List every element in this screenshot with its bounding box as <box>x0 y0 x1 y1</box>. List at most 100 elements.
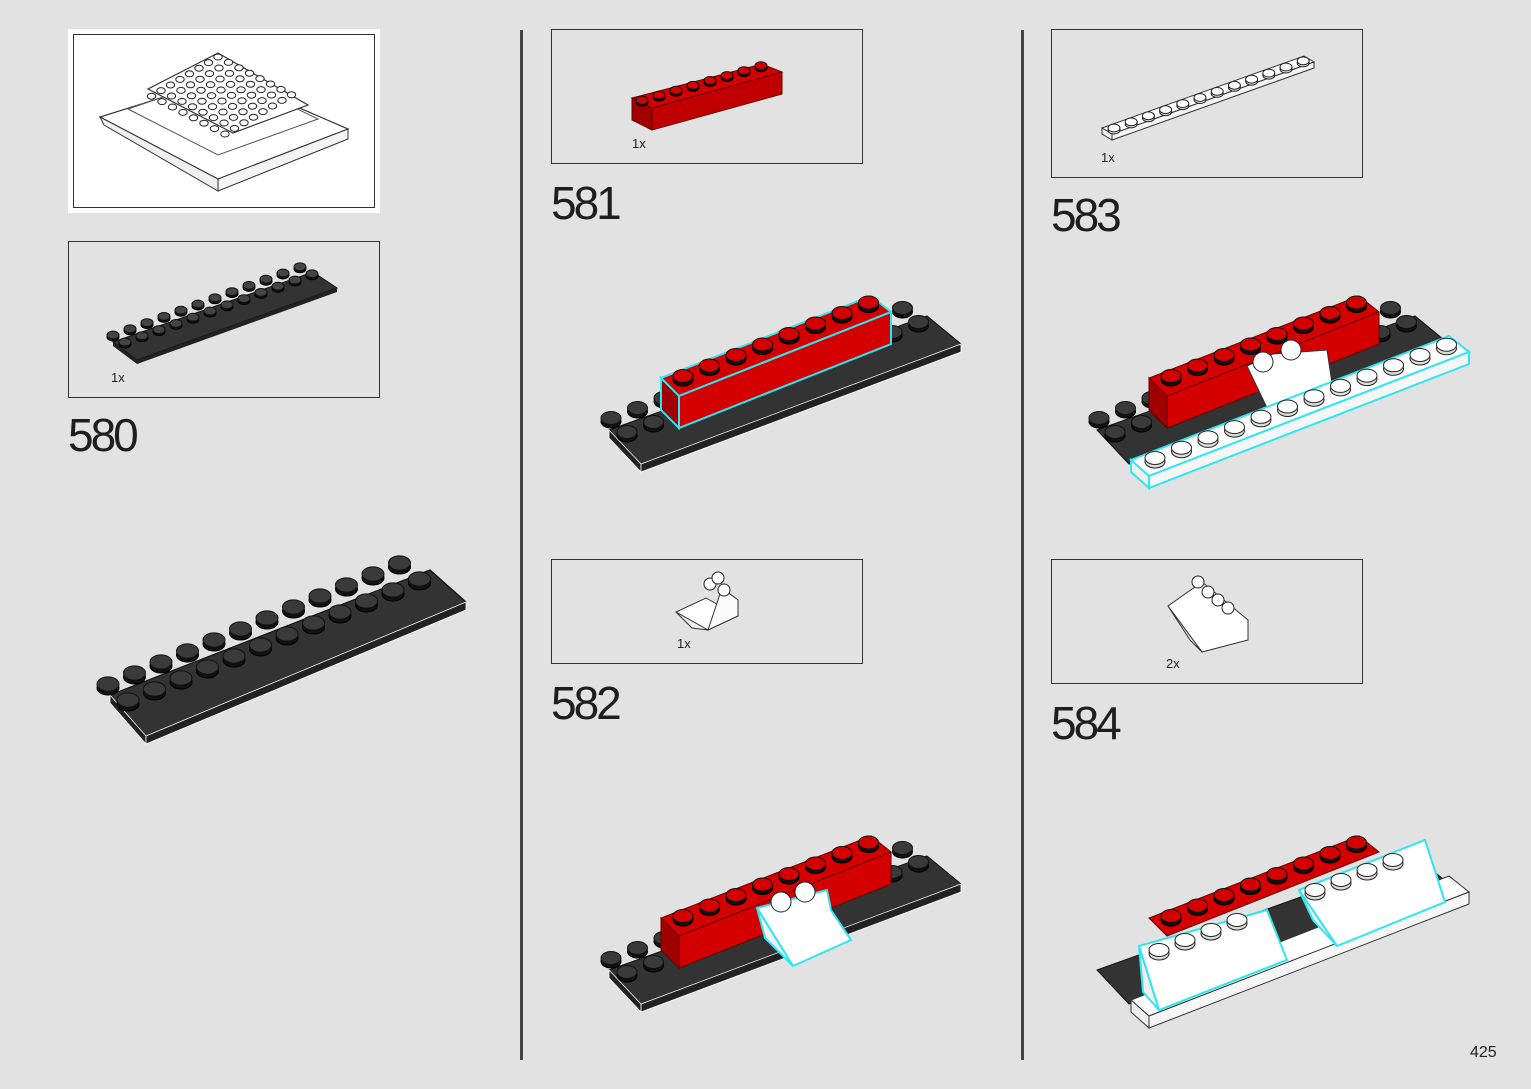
stud-top <box>143 681 166 697</box>
thumb-stud <box>255 75 265 83</box>
stud-top <box>408 571 431 587</box>
stud-top <box>635 95 649 105</box>
stud-top <box>202 632 226 648</box>
stud-top <box>249 637 272 653</box>
thumb-stud <box>235 75 245 83</box>
stud-top <box>381 582 405 598</box>
stud-top <box>1174 933 1196 947</box>
parts-callout-580: 1x <box>68 241 380 398</box>
stud-top <box>1224 420 1245 435</box>
stud-top <box>652 90 666 100</box>
stud-top <box>1266 867 1288 881</box>
thumb-stud <box>195 75 205 83</box>
thumb-stud <box>223 58 234 66</box>
part-quantity: 1x <box>1101 150 1115 165</box>
stud-top <box>355 593 378 609</box>
stud-top <box>805 856 826 871</box>
stud-top <box>858 295 879 310</box>
step-581-assembly-image <box>600 294 962 474</box>
thumb-stud <box>166 92 177 100</box>
stud-top <box>1245 74 1259 84</box>
stud-top <box>686 80 700 90</box>
thumb-stud <box>220 130 230 138</box>
stud-top <box>752 337 773 352</box>
stud-top <box>1160 369 1182 383</box>
thumb-stud <box>207 103 218 111</box>
stud-top <box>831 306 853 320</box>
thumb-stud <box>224 69 235 77</box>
stud-top <box>328 604 352 620</box>
stud-top <box>1213 888 1235 902</box>
stud-top <box>1104 425 1126 439</box>
stud-top <box>858 835 879 850</box>
stud-top <box>174 305 188 315</box>
stud-top <box>1279 62 1293 72</box>
stud-top <box>1171 440 1192 455</box>
stud-top <box>106 330 120 340</box>
parts-callout-582: 1x <box>551 559 863 664</box>
stud-top <box>157 312 171 321</box>
thumb-stud <box>265 80 276 88</box>
stud-top <box>725 348 747 362</box>
stud-top <box>1176 99 1190 108</box>
thumb-stud <box>197 97 207 105</box>
stud-top <box>778 867 800 881</box>
stud-top <box>1356 368 1378 383</box>
column-divider <box>1021 30 1024 1060</box>
thumb-stud <box>175 75 185 83</box>
stud-top <box>725 888 747 902</box>
stud-top <box>1436 337 1457 352</box>
stud-top <box>196 659 219 675</box>
thumb-stud <box>226 91 237 99</box>
white-plate-1x12-icon <box>1100 55 1316 141</box>
stud-top <box>1277 399 1298 414</box>
stud-top <box>1227 80 1241 90</box>
stud-top <box>699 358 720 373</box>
stud-top <box>149 654 173 670</box>
thumb-stud <box>194 64 204 72</box>
stud-top <box>752 877 773 892</box>
step-number: 584 <box>1051 697 1122 749</box>
stud-top <box>1240 337 1261 352</box>
part-quantity: 2x <box>1166 656 1180 671</box>
stud-top <box>754 61 768 71</box>
parts-callout-583: 1x <box>1051 29 1363 178</box>
stud-top <box>1304 883 1326 897</box>
stud-top <box>203 306 217 316</box>
stud-top <box>1380 301 1401 315</box>
thumb-stud <box>256 86 266 94</box>
page-number: 425 <box>1470 1044 1497 1061</box>
thumb-stud <box>185 81 196 89</box>
thumb-stud <box>229 124 240 132</box>
stud-top <box>1330 873 1352 887</box>
stud-top <box>152 325 166 334</box>
stud-top <box>892 841 913 855</box>
stud-top <box>643 955 664 969</box>
stud-top <box>271 281 285 291</box>
thumb-stud <box>245 80 256 88</box>
step-584-assembly-image <box>1096 835 1470 1030</box>
stud-top <box>242 281 256 290</box>
thumb-stud <box>237 97 247 105</box>
stud-top <box>1250 409 1272 424</box>
stud-top <box>302 615 325 631</box>
stud-top <box>616 965 638 979</box>
thumb-stud <box>276 85 286 93</box>
thumb-stud <box>186 92 197 100</box>
thumb-stud <box>216 86 226 94</box>
stud-top <box>293 262 307 272</box>
thumb-stud <box>247 102 258 110</box>
step-number: 580 <box>68 409 139 461</box>
stud-top <box>1148 943 1170 957</box>
submodel-thumbnail <box>68 29 380 213</box>
black-plate-2x12-icon <box>106 262 339 364</box>
red-brick-1x8-icon <box>630 61 784 131</box>
stud-top <box>1396 315 1417 329</box>
stud-top <box>627 401 648 415</box>
thumb-stud <box>208 114 219 122</box>
stud-top <box>116 692 140 708</box>
stud-top <box>1346 295 1367 310</box>
stud-top <box>703 76 717 85</box>
stud-top <box>191 299 205 309</box>
thumb-stud <box>156 87 166 95</box>
